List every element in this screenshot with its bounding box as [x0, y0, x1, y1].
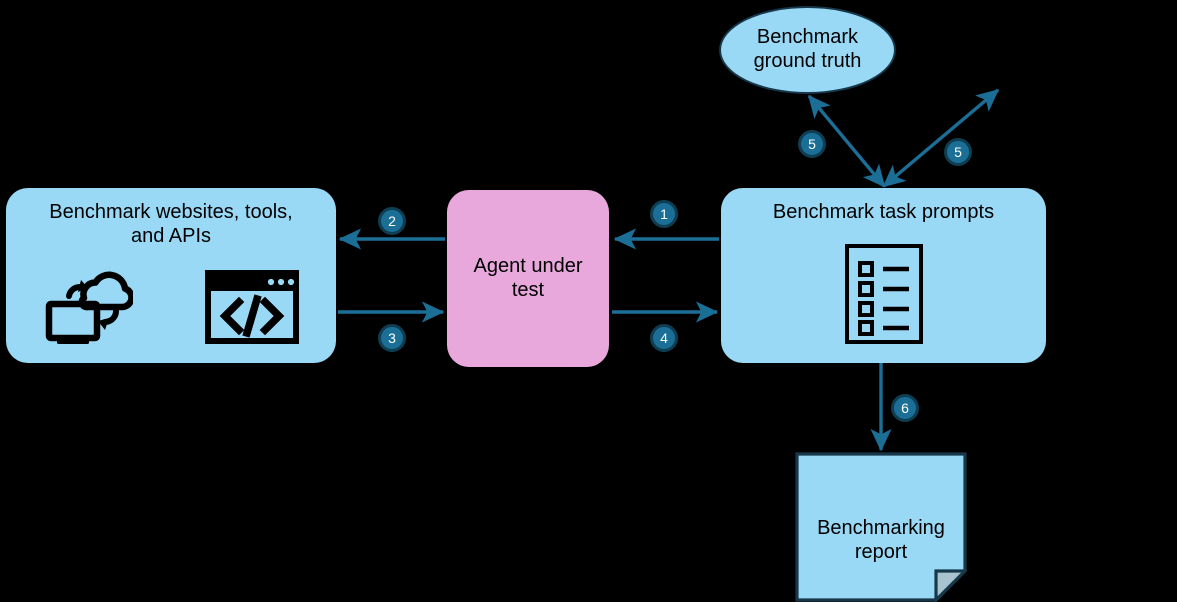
step-badge-5-left: 5: [798, 130, 826, 158]
checklist-icon: [844, 244, 923, 344]
node-benchmark-websites-tools-apis[interactable]: Benchmark websites, tools, and APIs: [6, 188, 336, 363]
step-badge-3: 3: [378, 324, 406, 352]
node-benchmarking-report[interactable]: Benchmarking report: [795, 452, 967, 602]
step-badge-2: 2: [378, 207, 406, 235]
step-badge-5-right: 5: [944, 138, 972, 166]
step-badge-6: 6: [891, 394, 919, 422]
code-window-icon: [205, 270, 299, 344]
node-label-ground-truth: Benchmark ground truth: [753, 26, 862, 72]
node-label-websites: Benchmark websites, tools, and APIs: [49, 201, 293, 247]
websites-icon-row: [6, 270, 336, 344]
document-shape: [795, 452, 967, 602]
edge-5-right-prompts-external: [882, 88, 1000, 188]
node-benchmark-ground-truth[interactable]: Benchmark ground truth: [719, 6, 896, 94]
node-label-prompts: Benchmark task prompts: [772, 201, 995, 223]
node-label-report: Benchmarking report: [817, 517, 945, 563]
node-label-agent: Agent under test: [473, 254, 583, 301]
node-benchmark-task-prompts[interactable]: Benchmark task prompts: [721, 188, 1046, 363]
node-agent-under-test[interactable]: Agent under test: [447, 190, 609, 367]
step-badge-1: 1: [650, 200, 678, 228]
prompts-icon-row: [721, 243, 1046, 345]
cloud-sync-monitor-icon: [45, 271, 133, 344]
step-badge-4: 4: [650, 324, 678, 352]
